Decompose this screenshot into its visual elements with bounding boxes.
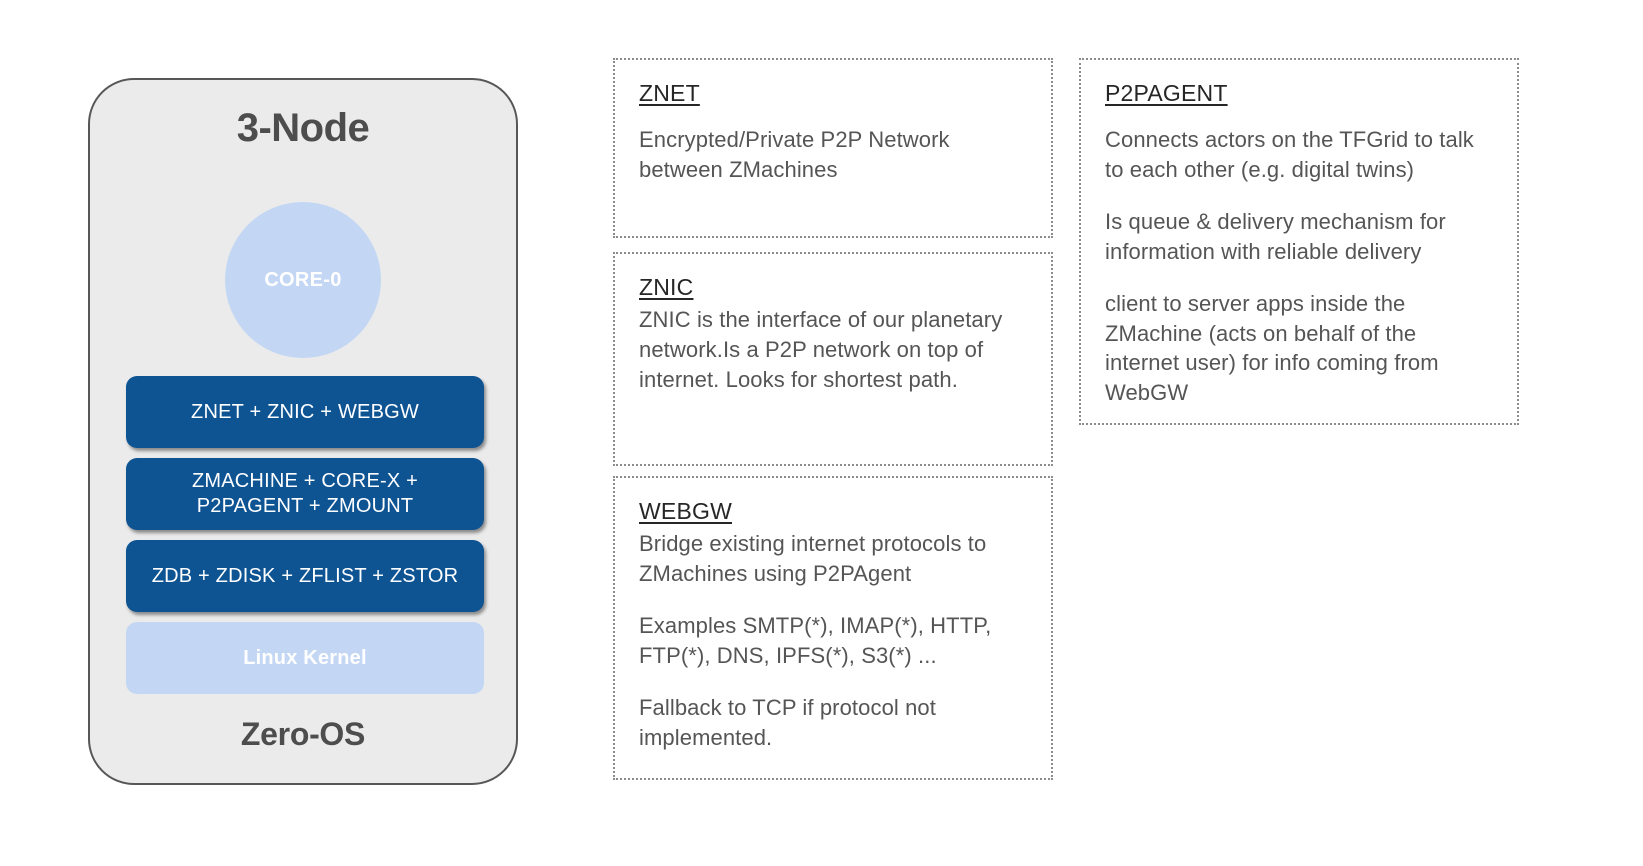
note-paragraph-p2pagent-3: client to server apps inside the ZMachin… (1105, 290, 1439, 406)
layer-bar-network: ZNET + ZNIC + WEBGW (126, 376, 484, 448)
note-title-znet: ZNET (639, 80, 700, 106)
layer-bar-storage: ZDB + ZDISK + ZFLIST + ZSTOR (126, 540, 484, 612)
layer-stack: ZNET + ZNIC + WEBGW ZMACHINE + CORE-X + … (126, 376, 484, 694)
note-title-p2pagent: P2PAGENT (1105, 80, 1228, 106)
note-title-znic: ZNIC (639, 274, 694, 300)
note-box-webgw: WEBGW Bridge existing internet protocols… (613, 476, 1053, 780)
note-box-p2pagent: P2PAGENT Connects actors on the TFGrid t… (1079, 58, 1519, 425)
note-paragraph-webgw-2: Examples SMTP(*), IMAP(*), HTTP, FTP(*),… (639, 612, 992, 668)
note-box-znet: ZNET Encrypted/Private P2P Network betwe… (613, 58, 1053, 238)
note-title-webgw: WEBGW (639, 498, 732, 524)
note-paragraph-znet-1: Encrypted/Private P2P Network between ZM… (639, 127, 950, 182)
layer-bar-network-label: ZNET + ZNIC + WEBGW (191, 400, 419, 423)
layer-bar-compute-line-2: P2PAGENT + ZMOUNT (196, 495, 414, 517)
layer-bar-compute-label: ZMACHINE + CORE-X + P2PAGENT + ZMOUNT (192, 469, 418, 519)
layer-bar-linux-kernel: Linux Kernel (126, 622, 484, 694)
note-paragraph-p2pagent-2: Is queue & delivery mechanism for inform… (1105, 208, 1446, 264)
note-paragraph-znic-1: ZNIC is the interface of our planetary n… (639, 307, 1003, 392)
three-node-card: 3-Node CORE-0 ZNET + ZNIC + WEBGW ZMACHI… (88, 78, 518, 785)
layer-bar-compute-line-1: ZMACHINE + CORE-X + (191, 470, 419, 492)
page-title: 3-Node (236, 106, 370, 150)
note-paragraph-p2pagent-1: Connects actors on the TFGrid to talk to… (1105, 127, 1474, 182)
note-paragraph-webgw-1: Bridge existing internet protocols to ZM… (639, 531, 987, 586)
core-0-label: CORE-0 (264, 268, 342, 291)
layer-bar-compute: ZMACHINE + CORE-X + P2PAGENT + ZMOUNT (126, 458, 484, 530)
layer-bar-storage-label: ZDB + ZDISK + ZFLIST + ZSTOR (151, 564, 459, 587)
note-paragraph-webgw-3: Fallback to TCP if protocol not implemen… (639, 694, 936, 750)
core-0-circle: CORE-0 (225, 202, 381, 358)
layer-bar-linux-kernel-label: Linux Kernel (243, 646, 367, 669)
note-box-znic: ZNIC ZNIC is the interface of our planet… (613, 252, 1053, 466)
zero-os-label: Zero-OS (240, 716, 366, 752)
